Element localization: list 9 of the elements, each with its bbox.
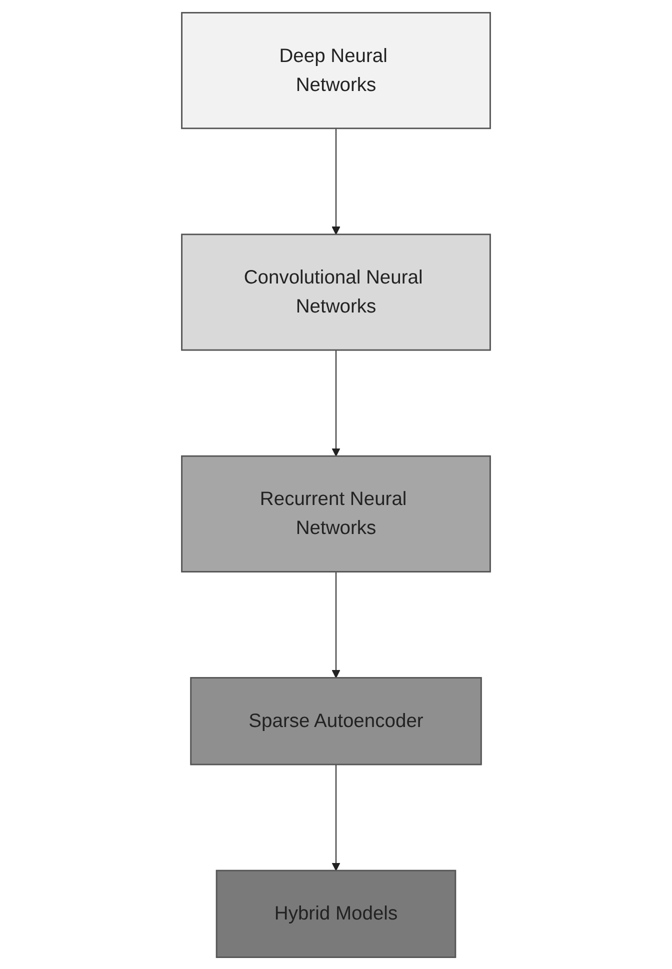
- node-box: Hybrid Models: [216, 869, 456, 958]
- arrow: [332, 349, 340, 456]
- arrow: [332, 570, 340, 678]
- arrow: [332, 127, 340, 234]
- node-box: Convolutional Neural Networks: [181, 233, 491, 350]
- node-box: Deep Neural Networks: [181, 11, 491, 129]
- node-box: Sparse Autoencoder: [190, 676, 482, 765]
- arrow: [332, 764, 340, 870]
- node-box: Recurrent Neural Networks: [181, 454, 491, 572]
